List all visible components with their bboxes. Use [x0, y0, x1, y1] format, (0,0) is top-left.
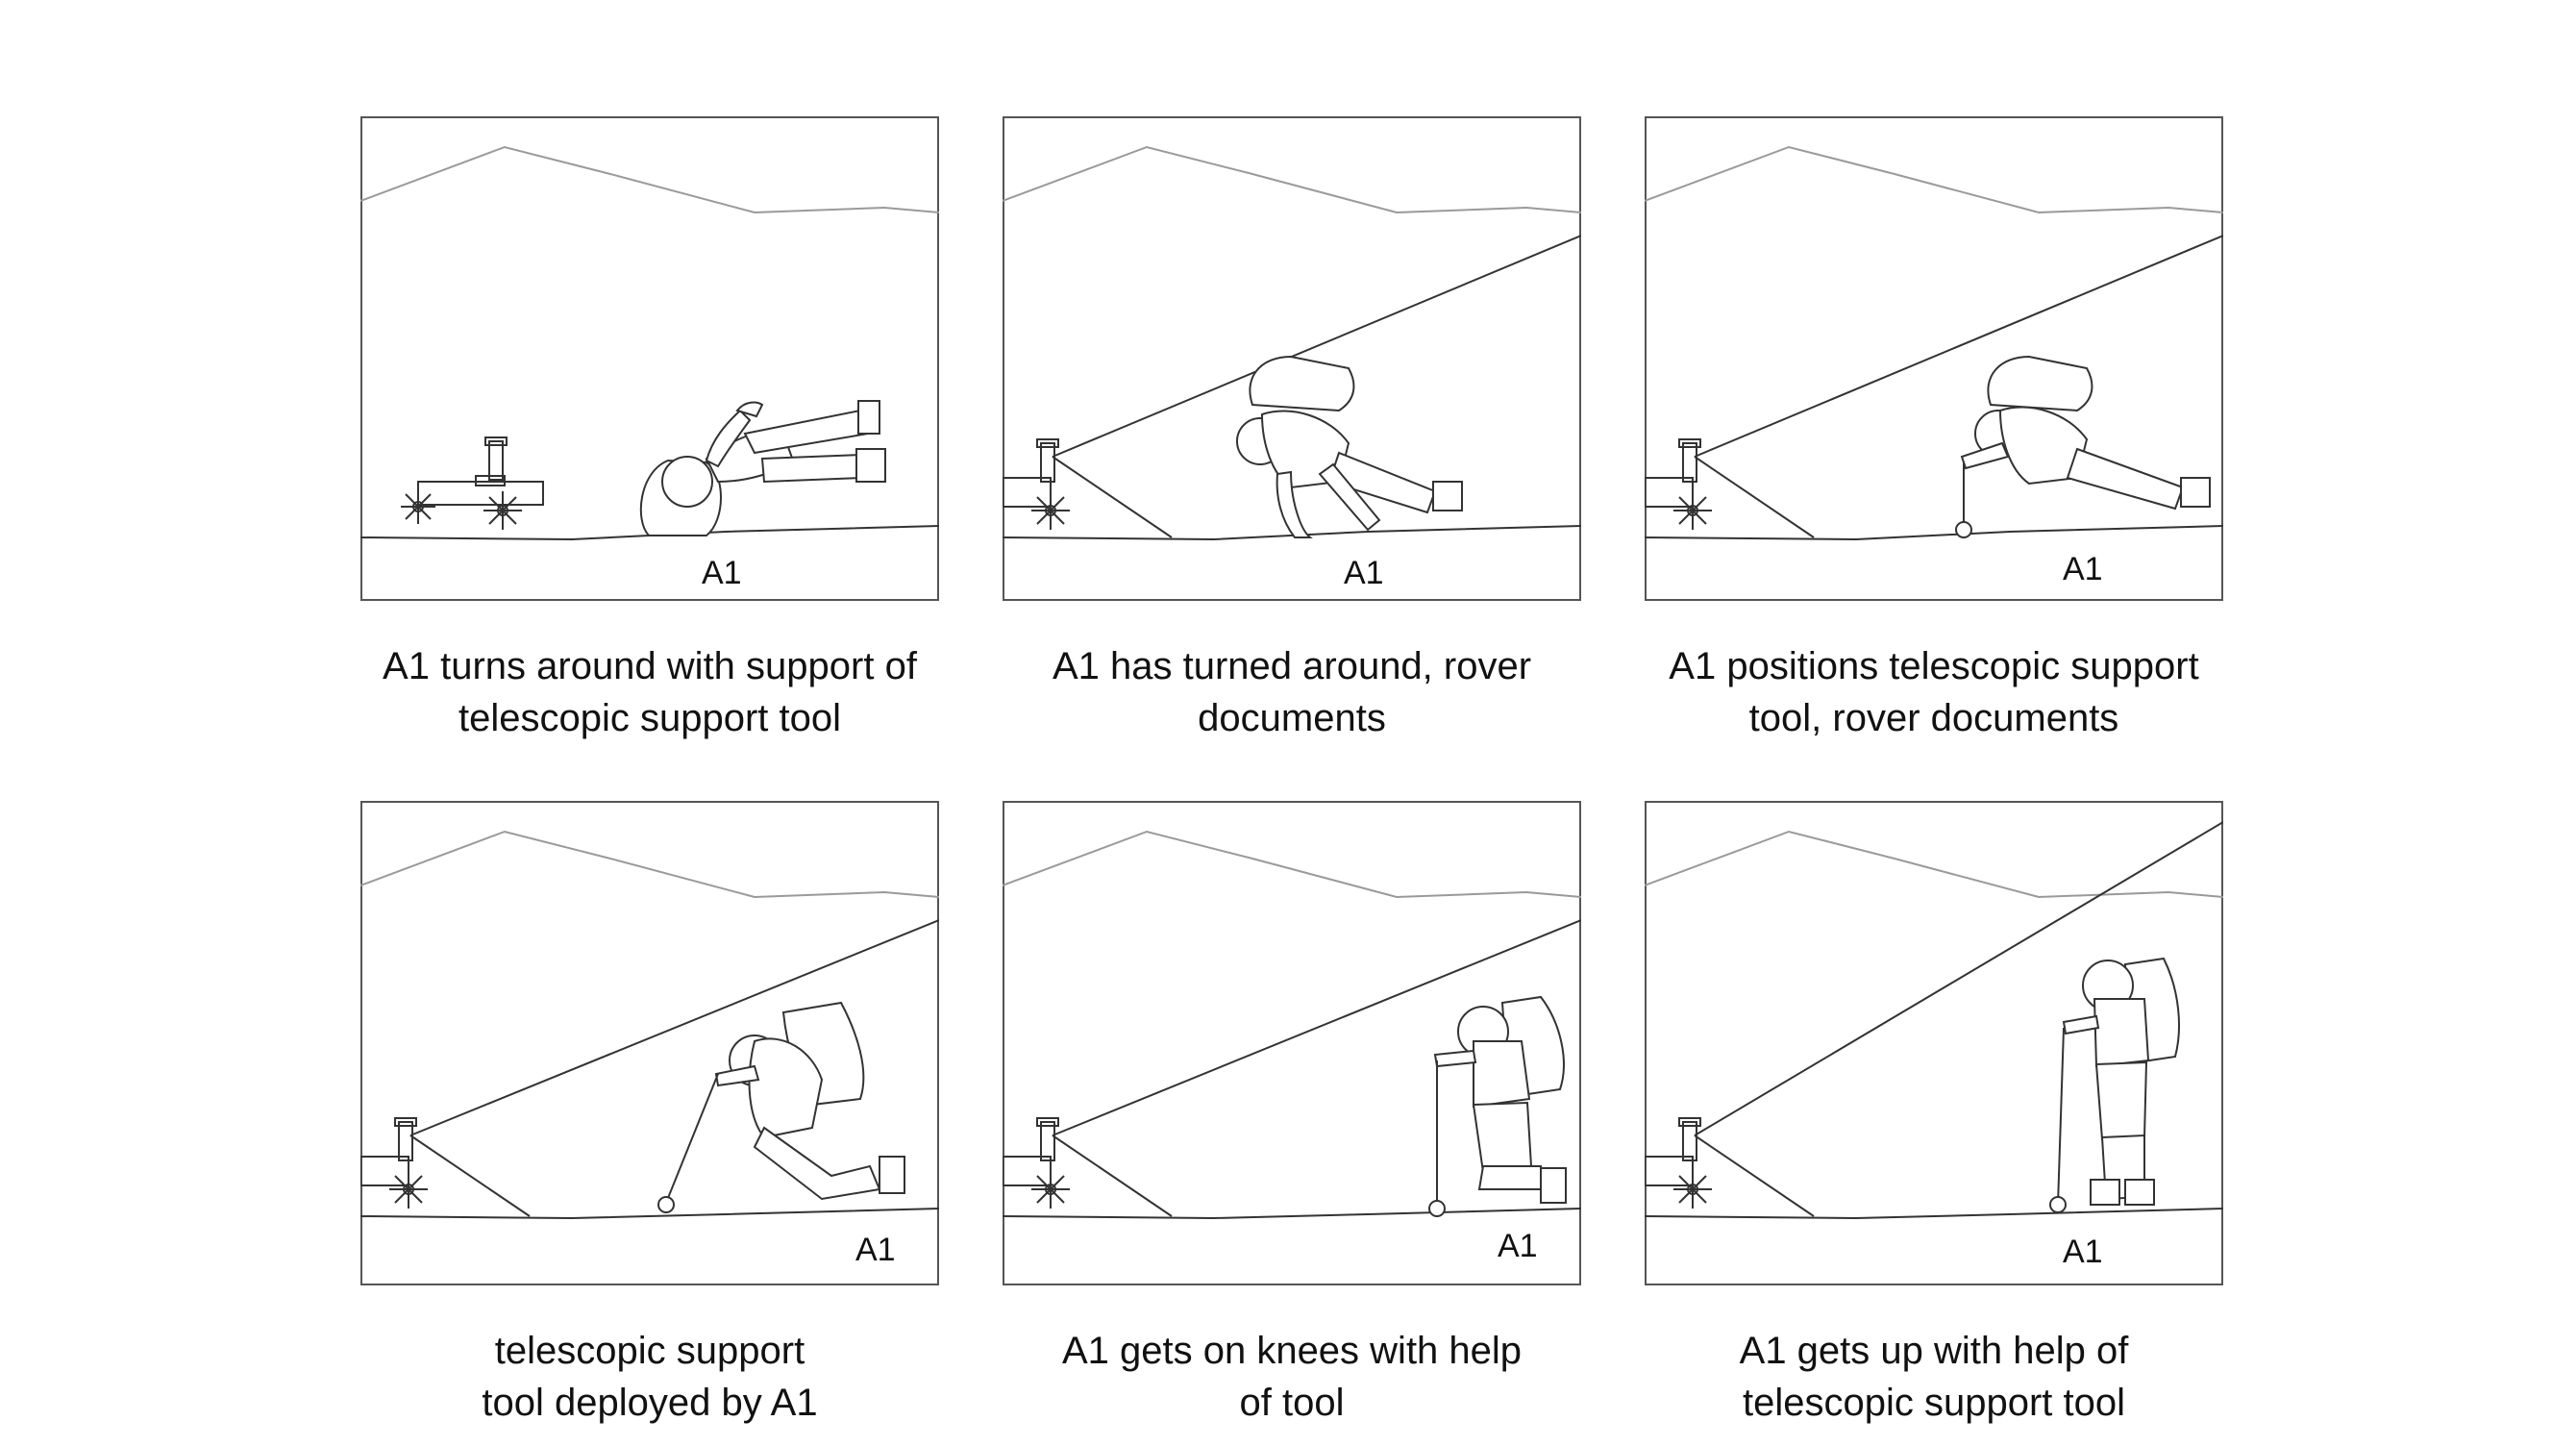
rover-icon [401, 436, 544, 530]
panel-1-illustration: A1 [360, 116, 939, 601]
panel-4: A1 [360, 801, 939, 1285]
rover-icon [1003, 438, 1070, 530]
ground-line [360, 1208, 939, 1220]
panel-3-illustration: A1 [1645, 116, 2223, 601]
rover-icon [360, 1117, 428, 1209]
mountain-ridge [1003, 145, 1581, 214]
caption-1: A1 turns around with support of telescop… [323, 640, 977, 744]
panel-label: A1 [702, 555, 742, 591]
caption-line: A1 gets up with help of [1739, 1330, 2129, 1372]
caption-line: telescopic support [494, 1330, 805, 1372]
astronaut-icon [1955, 355, 2211, 538]
panel-2: A1 [1003, 116, 1581, 601]
caption-line: tool deployed by A1 [482, 1382, 818, 1424]
panel-4-illustration: A1 [360, 801, 939, 1285]
camera-view-lines [1052, 235, 1581, 538]
panel-label: A1 [2063, 551, 2103, 587]
astronaut-icon [2049, 957, 2180, 1213]
mountain-ridge [360, 830, 939, 899]
caption-line: telescopic support tool [1742, 1382, 2125, 1424]
ground-line [1003, 1208, 1581, 1220]
rover-icon [1003, 1117, 1070, 1209]
panel-5-illustration: A1 [1003, 801, 1581, 1285]
caption-4: telescopic support tool deployed by A1 [323, 1325, 977, 1429]
mountain-ridge [360, 145, 939, 214]
rover-icon [1645, 1117, 1712, 1209]
caption-line: tool, rover documents [1748, 697, 2119, 739]
camera-view-lines [1694, 821, 2223, 1217]
caption-line: A1 turns around with support of [383, 645, 917, 687]
ground-line [1645, 525, 2223, 541]
caption-6: A1 gets up with help of telescopic suppo… [1607, 1325, 2261, 1429]
panel-6: A1 [1645, 801, 2223, 1285]
panel-5: A1 [1003, 801, 1581, 1285]
panel-1: A1 [360, 116, 939, 601]
camera-view-lines [1694, 235, 2223, 538]
camera-view-lines [1052, 919, 1581, 1217]
mountain-ridge [1645, 145, 2223, 214]
astronaut-icon [639, 400, 886, 536]
astronaut-icon [1236, 355, 1463, 538]
panel-label: A1 [1498, 1228, 1538, 1264]
mountain-ridge [1003, 830, 1581, 899]
caption-line: A1 has turned around, rover [1052, 645, 1532, 687]
astronaut-icon [657, 1001, 905, 1213]
caption-line: A1 positions telescopic support [1669, 645, 2199, 687]
caption-line: of tool [1239, 1382, 1345, 1424]
ground-line [1003, 525, 1581, 541]
panel-2-illustration: A1 [1003, 116, 1581, 601]
panel-frame [1645, 116, 2223, 601]
panel-3: A1 [1645, 116, 2223, 601]
mountain-ridge [1645, 830, 2223, 899]
panel-label: A1 [855, 1232, 896, 1268]
ground-line [1645, 1208, 2223, 1220]
caption-line: telescopic support tool [458, 697, 841, 739]
rover-icon [1645, 438, 1712, 530]
caption-line: A1 gets on knees with help [1061, 1330, 1523, 1372]
camera-view-lines [409, 919, 939, 1217]
panel-label: A1 [2063, 1234, 2103, 1270]
caption-5: A1 gets on knees with help of tool [965, 1325, 1619, 1429]
panel-label: A1 [1344, 555, 1384, 591]
caption-3: A1 positions telescopic support tool, ro… [1607, 640, 2261, 744]
astronaut-icon [1428, 995, 1567, 1217]
panel-6-illustration: A1 [1645, 801, 2223, 1285]
caption-line: documents [1198, 697, 1386, 739]
caption-2: A1 has turned around, rover documents [965, 640, 1619, 744]
